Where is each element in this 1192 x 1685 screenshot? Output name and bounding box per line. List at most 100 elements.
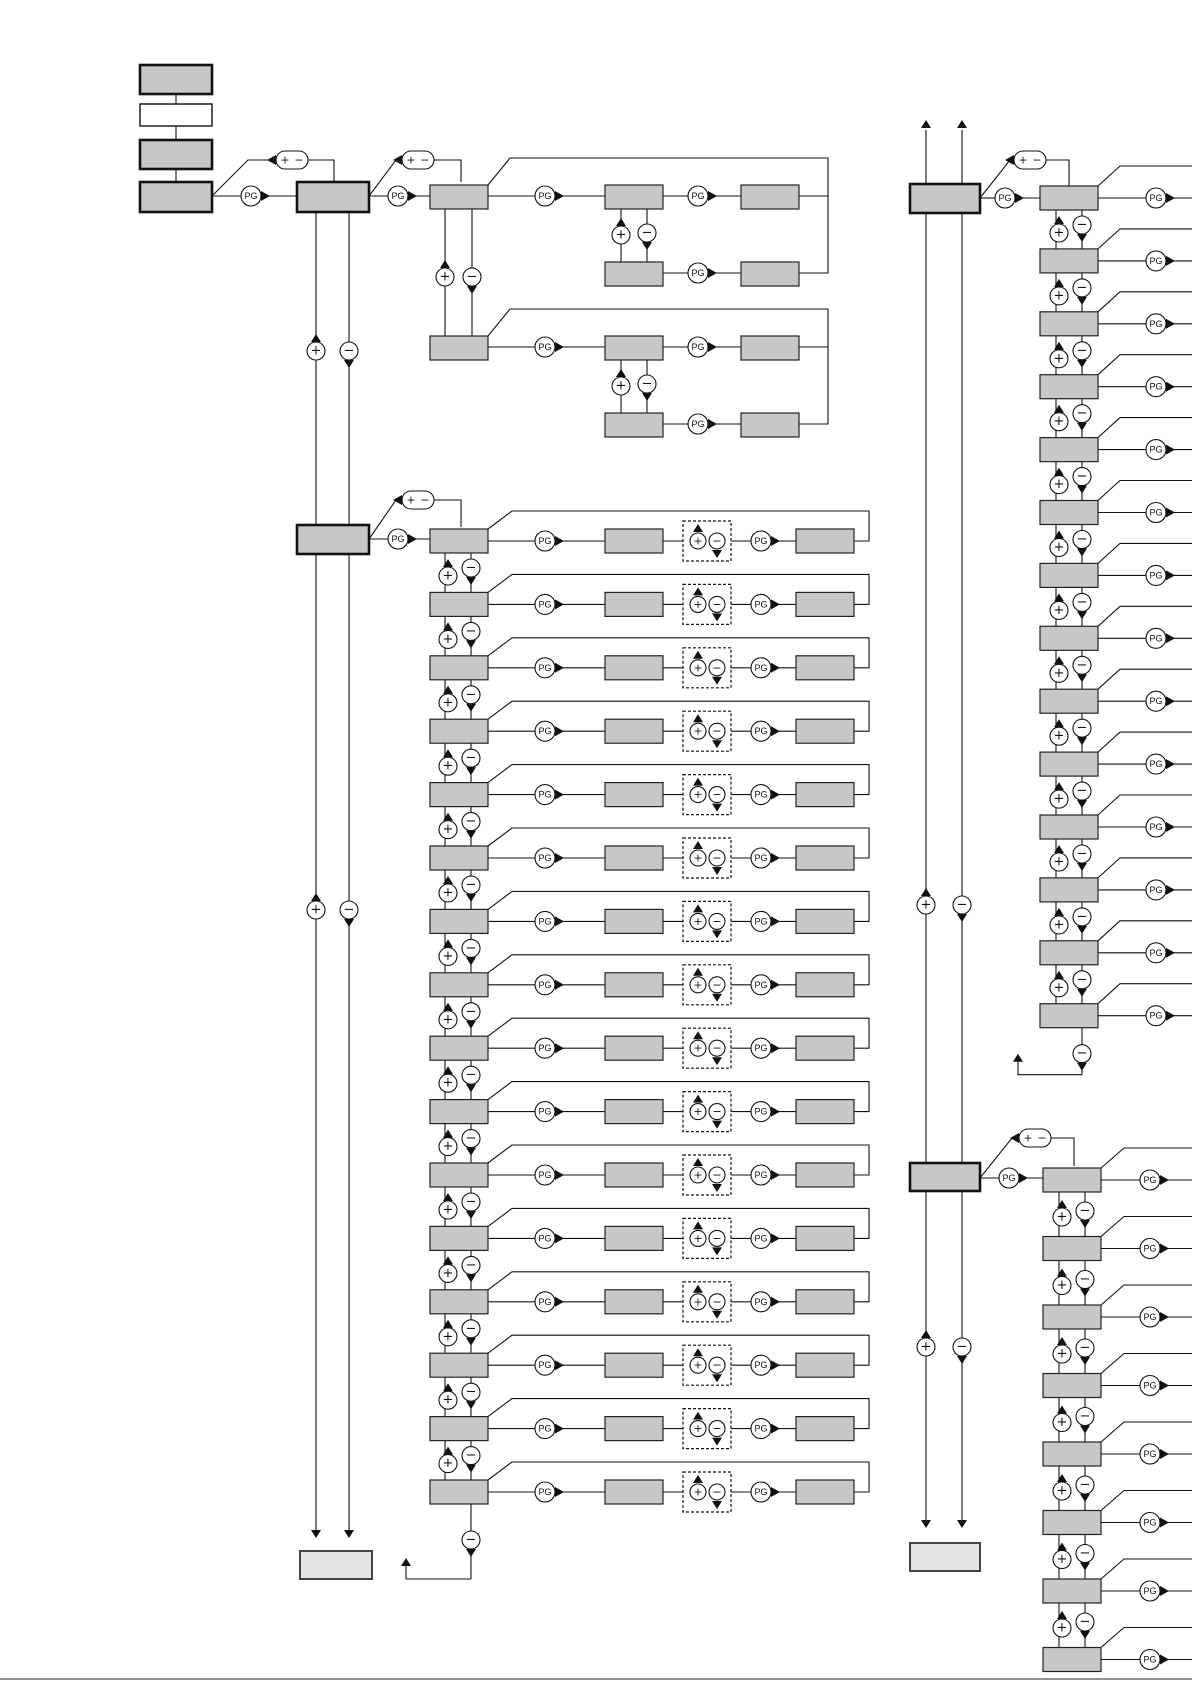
pg-key-label: PG (538, 1297, 551, 1307)
value-adjust-frame (682, 520, 732, 562)
arrow-up-icon (311, 334, 321, 342)
plus-key-icon (438, 883, 458, 903)
right-lower-sub-box (1042, 1441, 1102, 1467)
sub-menu-value-box (604, 1162, 664, 1188)
arrow-right-icon (555, 1106, 564, 1117)
minus-key-label: − (1077, 343, 1088, 358)
arrow-down-icon (712, 1247, 722, 1256)
sub-menu-result-box (795, 1225, 855, 1252)
sub-menu-box (429, 1289, 489, 1315)
minus-key-label: − (712, 535, 721, 548)
minus-key-label: − (1080, 1204, 1091, 1219)
connector-line (1097, 668, 1192, 690)
pg-key-label: PG (538, 599, 551, 609)
minus-key-label: − (1080, 1546, 1091, 1561)
minus-key-icon (708, 912, 726, 930)
pg-key-label: PG (998, 193, 1011, 203)
pg-key-label: PG (538, 916, 551, 926)
minus-key-label: − (712, 1486, 721, 1499)
plus-key-label: + (443, 759, 454, 774)
minus-key-label: − (466, 1258, 477, 1273)
minus-key-label: − (466, 1068, 477, 1083)
pg-key-label: PG (1149, 1011, 1162, 1021)
arrow-down-icon (466, 640, 476, 649)
connector-line (1097, 857, 1192, 879)
minus-key-label: − (712, 1422, 721, 1435)
plus-key-icon (689, 786, 707, 804)
arrow-down-icon (466, 1211, 476, 1219)
minus-key-icon (708, 1039, 726, 1057)
arrow-down-icon (712, 676, 722, 685)
header-box-1 (138, 63, 214, 96)
plus-key-icon (435, 267, 455, 287)
exit-box-right (909, 1542, 981, 1572)
plus-key-icon (438, 1390, 458, 1410)
plus-minus-key-icon (401, 150, 435, 170)
plus-key-label: + (616, 379, 627, 394)
right-lower-sub-box (1042, 1235, 1102, 1262)
arrow-right-icon (708, 342, 717, 352)
arrow-down-icon (921, 1520, 931, 1528)
connector-line (487, 1081, 870, 1113)
plus-key-label: + (616, 228, 627, 243)
minus-key-label: − (957, 1340, 968, 1355)
pg-key-label: PG (538, 790, 551, 800)
minus-key-label: − (466, 624, 477, 639)
arrow-down-icon (957, 914, 967, 922)
plus-key-label: + (693, 852, 702, 865)
arrow-right-icon (771, 662, 780, 673)
value-adjust-frame (682, 773, 732, 816)
arrow-up-icon (1054, 593, 1064, 602)
arrow-right-icon (771, 1106, 780, 1117)
right-level-box-top (908, 182, 982, 215)
arrow-down-icon (1077, 485, 1087, 494)
arrow-up-icon (693, 1031, 703, 1040)
pg-key-label: PG (754, 1297, 767, 1307)
plus-key-icon (689, 1293, 707, 1311)
plus-key-label: + (443, 1203, 454, 1218)
connector-line (799, 346, 829, 425)
plus-key-label: + (1054, 729, 1065, 744)
arrow-right-icon (555, 1043, 564, 1054)
plus-key-icon (438, 756, 458, 776)
arrow-right-icon (1160, 1312, 1169, 1322)
arrow-up-icon (1054, 341, 1064, 350)
arrow-right-icon (1166, 507, 1175, 518)
minus-key-label: − (1080, 1409, 1091, 1424)
plus-key-icon (689, 1356, 707, 1374)
arrow-right-icon (1019, 1173, 1028, 1183)
arrow-down-icon (1077, 925, 1087, 934)
pg-key-label: PG (538, 1487, 551, 1497)
pg-key-label: PG (538, 726, 551, 736)
arrow-right-icon (708, 191, 717, 201)
plus-key-label: + (443, 1393, 454, 1408)
arrow-up-icon (443, 812, 453, 821)
arrow-up-icon (1054, 530, 1064, 539)
arrow-up-icon (693, 587, 703, 596)
arrow-up-icon (693, 1221, 703, 1230)
connector-line (1017, 1055, 1082, 1076)
plus-minus-key-plus: + (406, 154, 415, 167)
arrow-right-icon (771, 536, 780, 546)
plus-key-label: + (443, 1139, 454, 1154)
arrow-down-icon (466, 1084, 476, 1093)
arrow-right-icon (555, 536, 564, 546)
sub-menu-value-box (604, 1098, 664, 1125)
connector-line (487, 510, 870, 542)
arrow-right-icon (1160, 1380, 1169, 1391)
right-lower-sub-box (1042, 1646, 1102, 1673)
minus-key-label: − (344, 344, 355, 359)
plus-key-label: + (1054, 980, 1065, 995)
sub-menu-value-box (604, 908, 664, 935)
sub-menu-result-box (795, 908, 855, 935)
connector-line (487, 1398, 870, 1430)
plus-key-label: + (311, 903, 322, 918)
connector-line (1100, 1421, 1192, 1443)
arrow-up-icon (693, 841, 703, 849)
sub-menu-value-box (604, 1415, 664, 1442)
arrow-up-icon (443, 939, 453, 948)
arrow-right-icon (771, 1423, 780, 1434)
minus-key-icon (708, 1229, 726, 1247)
arrow-right-icon (1166, 696, 1175, 707)
arrow-down-icon (712, 740, 722, 749)
